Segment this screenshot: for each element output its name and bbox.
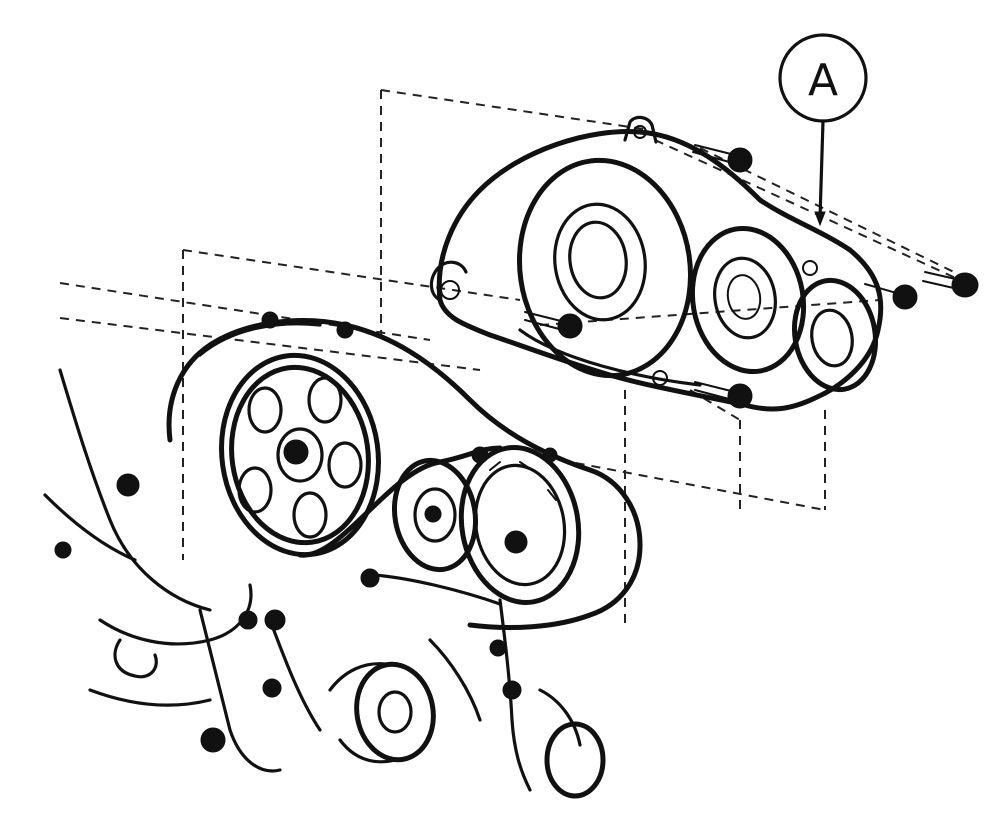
- bolt-icon: [336, 321, 354, 339]
- camshaft-pulley: [219, 352, 381, 558]
- timing-belt-upper-cover: [429, 115, 884, 412]
- callout-arrow: [814, 211, 826, 227]
- bolt-icon: [471, 446, 489, 464]
- callout-label: A: [808, 55, 838, 106]
- bolt-icon: [922, 271, 979, 298]
- bolt-icon: [864, 283, 918, 310]
- bolt-icon: [524, 311, 583, 339]
- bolt-icon: [692, 144, 753, 173]
- cover-bolts: [524, 144, 979, 409]
- bolt-icon: [116, 473, 140, 497]
- bolt-icon: [261, 311, 279, 329]
- bolt-icon: [264, 609, 286, 631]
- bolt-icon: [694, 381, 753, 409]
- crankshaft-pulley: [458, 445, 582, 605]
- bolt-icon: [54, 541, 72, 559]
- tensioner-pulley: [391, 457, 479, 573]
- callout-a: A: [778, 33, 868, 227]
- bolt-icon: [489, 639, 507, 657]
- bolt-icon: [542, 447, 558, 463]
- engine-assembly: [43, 311, 643, 799]
- bolt-icon: [360, 568, 380, 588]
- bolt-icon: [238, 610, 258, 630]
- bolt-icon: [262, 678, 282, 698]
- bolt-icon: [200, 727, 226, 753]
- bolt-icon: [502, 680, 522, 700]
- idler-boss: [328, 661, 436, 764]
